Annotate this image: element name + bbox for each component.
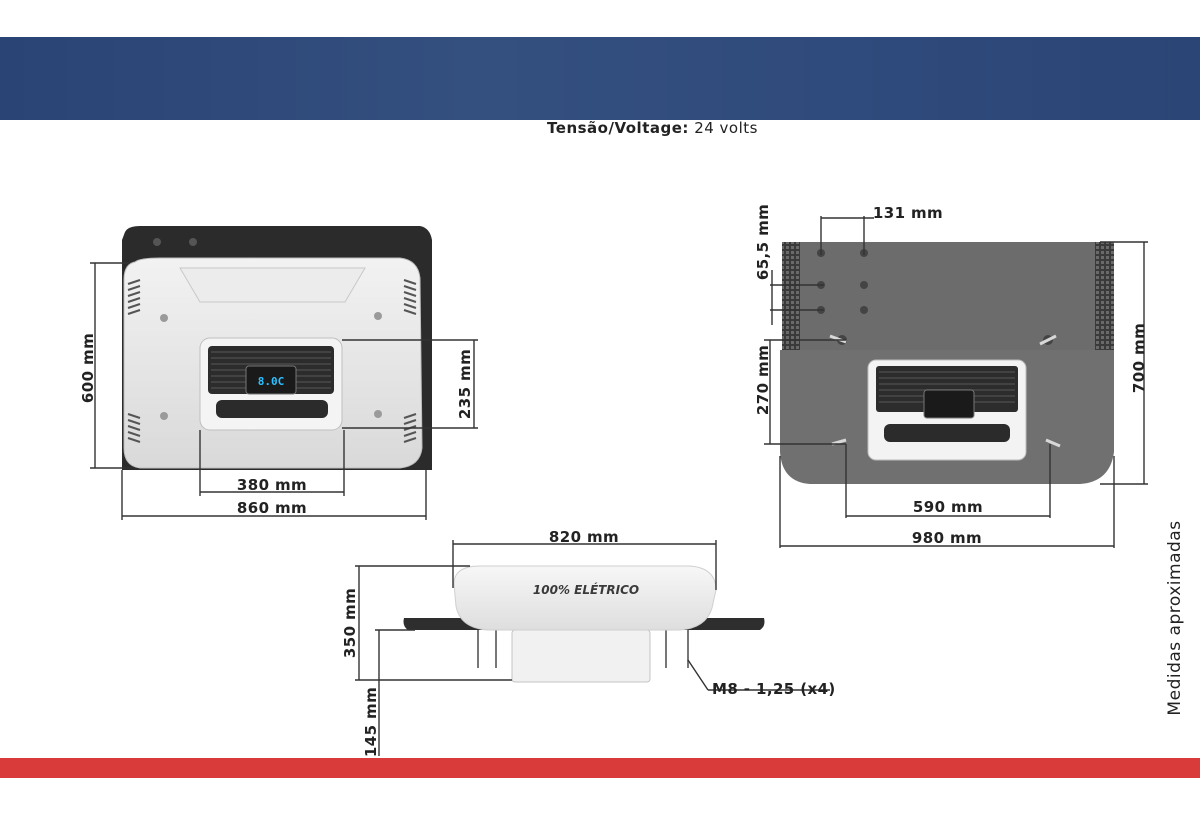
- front-outlet: [216, 400, 328, 418]
- front-left-vents: [127, 279, 141, 443]
- bottom-upper-plate: [800, 242, 1095, 352]
- bottom-mount-width-label: 590 mm: [913, 498, 983, 516]
- bottom-width-label: 980 mm: [912, 529, 982, 547]
- bottom-height-label: 700 mm: [1130, 323, 1148, 393]
- side-below-label: 145 mm: [362, 687, 380, 757]
- approx-measurements-note: Medidas aproximadas: [1165, 520, 1185, 715]
- side-brand-text: 100% ELÉTRICO: [533, 582, 639, 597]
- front-top-panel: [179, 267, 366, 303]
- bottom-mount-height-label: 270 mm: [754, 345, 772, 415]
- front-panel-width-label: 380 mm: [237, 476, 307, 494]
- side-bolt-label: M8 - 1,25 (x4): [712, 680, 836, 698]
- header-banner: [0, 37, 1200, 120]
- bottom-view: 131 mm 65,5 mm 270 mm 700 mm 590 mm 980 …: [754, 204, 1148, 548]
- bottom-hole-h-label: 131 mm: [873, 204, 943, 222]
- front-bolt-right: [189, 238, 197, 246]
- side-studs: [477, 630, 689, 668]
- voltage-spec: Tensão/Voltage: 24 volts: [0, 119, 1200, 137]
- front-screws: [160, 312, 382, 420]
- front-panel-height-label: 235 mm: [456, 349, 474, 419]
- front-bolt-left: [153, 238, 161, 246]
- footer-bar: [0, 758, 1200, 778]
- front-view: 8.0C 600 mm 380 mm 860 mm 235 mm: [79, 226, 478, 520]
- front-right-vents: [403, 279, 417, 443]
- front-width-label: 860 mm: [237, 499, 307, 517]
- side-dome: [453, 565, 717, 631]
- bottom-dim-lines: [764, 216, 1148, 548]
- bottom-hole-v-label: 65,5 mm: [754, 204, 772, 280]
- side-view: 100% ELÉTRICO 820 mm 350 mm 145 mm M8 - …: [341, 528, 836, 757]
- bottom-outlet: [884, 424, 1010, 442]
- side-width-label: 820 mm: [549, 528, 619, 546]
- voltage-label: Tensão/Voltage:: [547, 119, 689, 137]
- side-dim-lines: [355, 540, 830, 756]
- front-height-label: 600 mm: [79, 333, 97, 403]
- front-display-text: 8.0C: [258, 375, 285, 388]
- bottom-display: [923, 389, 975, 419]
- side-height-label: 350 mm: [341, 588, 359, 658]
- side-lower-unit: [511, 629, 651, 683]
- front-dim-lines: [90, 262, 478, 520]
- voltage-value: 24 volts: [694, 119, 758, 137]
- front-display: [245, 365, 297, 395]
